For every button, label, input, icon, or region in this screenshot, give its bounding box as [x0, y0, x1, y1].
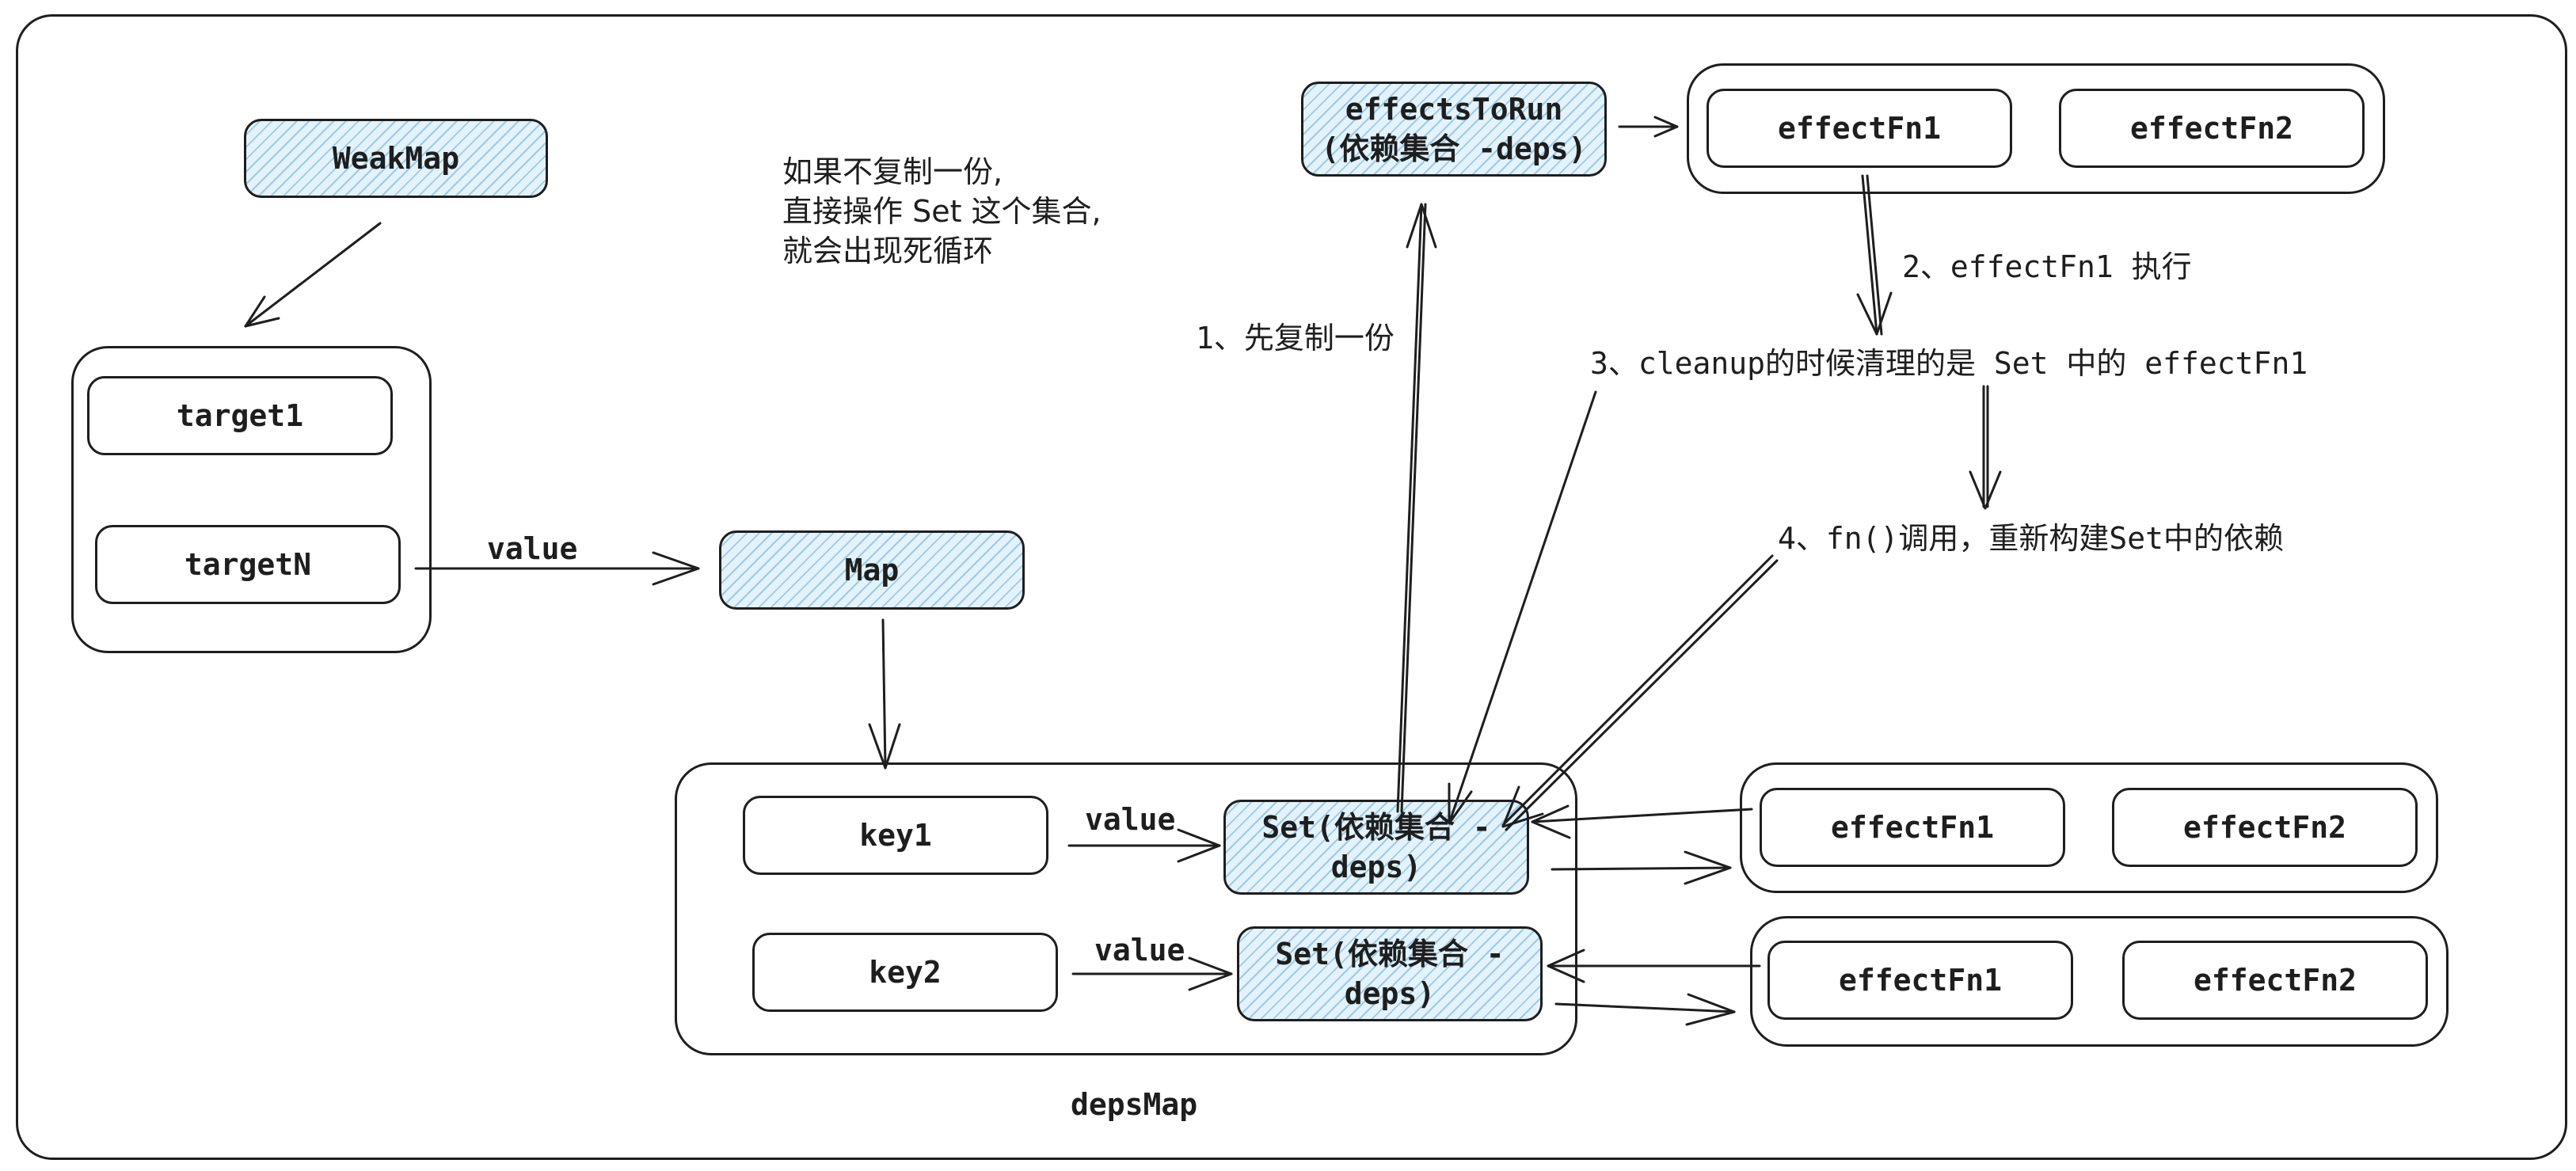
step1-label: 1、先复制一份: [1196, 321, 1395, 355]
targetN-node: targetN: [95, 525, 401, 604]
row1-effectfn2-node: effectFn2: [2112, 788, 2418, 867]
effects-to-run-node: effectsToRun (依赖集合 -deps): [1301, 82, 1607, 177]
set2-node: Set(依赖集合 - deps): [1237, 926, 1543, 1021]
map-node: Map: [719, 530, 1025, 610]
target1-node: target1: [87, 376, 393, 455]
row2-effects-frame: [1750, 916, 2449, 1047]
key1-node: key1: [743, 796, 1048, 875]
row1-effectfn1-node: effectFn1: [1760, 788, 2065, 867]
top-effects-frame: [1687, 63, 2385, 194]
row2-effectfn1-node: effectFn1: [1767, 941, 2073, 1020]
deps-map-label: depsMap: [1071, 1087, 1198, 1122]
value-label-target: value: [487, 531, 578, 566]
top-effectfn1-node: effectFn1: [1707, 89, 2012, 168]
step4-label: 4、fn()调用，重新构建Set中的依赖: [1778, 521, 2285, 556]
deps-map-frame: [675, 762, 1577, 1055]
key2-node: key2: [752, 933, 1058, 1012]
infinite-loop-note: 如果不复制一份, 直接操作 Set 这个集合, 就会出现死循环: [782, 154, 1102, 268]
outer-frame: [16, 14, 2567, 1160]
set1-node: Set(依赖集合 - deps): [1223, 800, 1529, 895]
target-group-frame: [71, 346, 432, 653]
weakmap-node: WeakMap: [244, 119, 548, 198]
step3-label: 3、cleanup的时候清理的是 Set 中的 effectFn1: [1590, 346, 2308, 381]
value-label-key1: value: [1085, 802, 1176, 837]
top-effectfn2-node: effectFn2: [2059, 89, 2365, 168]
row2-effectfn2-node: effectFn2: [2122, 941, 2428, 1020]
step2-label: 2、effectFn1 执行: [1902, 249, 2192, 284]
value-label-key2: value: [1094, 933, 1185, 968]
